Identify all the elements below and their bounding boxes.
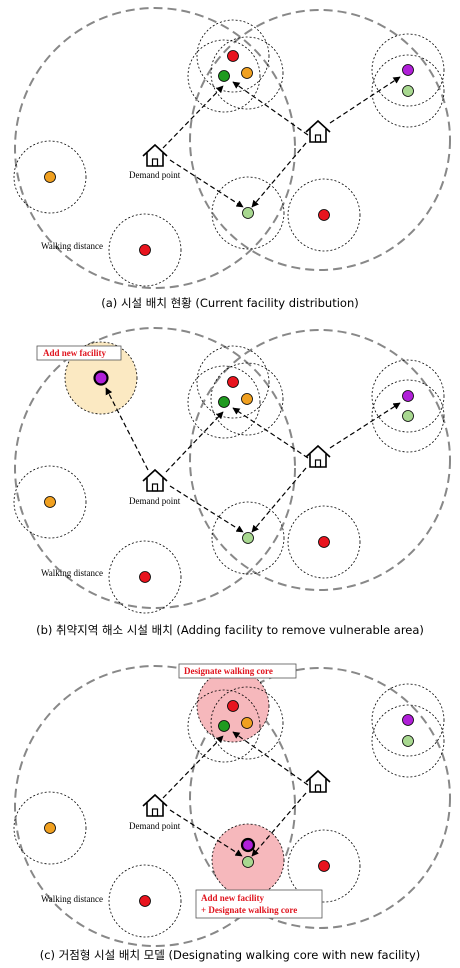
facility-red [139,244,151,256]
new-facility [240,837,256,853]
access-arrow [169,159,244,208]
walking-circle [108,864,182,938]
annotation-box [195,889,323,919]
walking-circle [287,505,361,579]
access-arrow [162,85,224,149]
facility-light-green [402,85,414,97]
walking-circle [371,379,445,453]
walking-circle [210,36,284,110]
facility-orange [241,67,253,79]
walking-circle [371,704,445,778]
service-area-large-right [189,329,451,591]
walking-circle [187,689,261,763]
facility-purple [402,390,414,402]
facility-red [227,376,239,388]
walking-circle [108,213,182,287]
facility-light-green [402,735,414,747]
walking-circle [287,178,361,252]
walking-circle [187,365,261,439]
facility-orange [241,393,253,405]
access-arrow [169,809,243,857]
facility-orange [44,496,56,508]
facility-green [218,70,230,82]
access-arrow [251,142,307,208]
walking-circle [210,362,284,436]
walking-circle [13,791,87,865]
access-arrow [105,387,149,471]
facility-red [318,536,330,548]
facility-red [318,860,330,872]
walking-circle [371,683,445,757]
walking-circle [211,501,285,575]
access-arrow [169,485,244,533]
house-icon [305,445,331,468]
walking-circle [371,54,445,128]
designate-walking-core-label: + Designate walking core [201,905,297,915]
walking-distance-label: Walking distance [41,568,103,578]
facility-orange [241,717,253,729]
demand-point-label: Demand point [129,821,181,831]
facility-light-green [242,207,254,219]
annotation-box [178,663,297,679]
house-icon [305,120,331,143]
facility-light-green [242,532,254,544]
facility-purple [402,64,414,76]
walking-distance-label: Walking distance [41,241,103,251]
facility-red [227,700,239,712]
walking-circle [287,829,361,903]
access-arrow [232,407,309,459]
walking-circle [210,686,284,760]
service-area-large-right [189,667,451,929]
access-arrow [162,735,224,799]
panel-b: Add new facility Demand point Walking di… [13,327,451,637]
walking-circle [13,465,87,539]
walking-circle [13,140,87,214]
facility-orange [44,171,56,183]
access-arrow [251,467,307,533]
walking-circle [211,176,285,250]
facility-purple [402,714,414,726]
facility-light-green [242,856,254,868]
demand-point-label: Demand point [129,496,181,506]
service-area-large-left [14,7,296,289]
new-facility [93,370,109,386]
demand-point-label: Demand point [129,170,181,180]
access-arrow [165,411,224,473]
walking-circle [187,39,261,113]
facility-green [218,720,230,732]
walking-circle [196,19,270,93]
facility-red [139,895,151,907]
facility-light-green [402,410,414,422]
access-arrow [329,76,401,124]
service-area-large-left [14,327,296,609]
access-arrow [232,81,309,136]
panel-b-caption: (b) 취약지역 해소 시설 배치 (Adding facility to re… [36,623,424,637]
access-arrow [251,792,307,857]
panel-c: Designate walking core Add new facility … [13,663,451,962]
walking-circle [196,345,270,419]
house-icon [305,770,331,793]
service-area-large-right [189,9,451,271]
walking-distance-label: Walking distance [41,894,103,904]
facility-red [139,571,151,583]
access-arrow [329,402,401,449]
facility-red [318,209,330,221]
designate-walking-core-label: Designate walking core [184,666,273,676]
add-new-facility-label: Add new facility [201,893,265,903]
facility-orange [44,822,56,834]
house-icon [142,469,168,492]
add-new-facility-label: Add new facility [43,348,107,358]
panel-a-caption: (a) 시설 배치 현황 (Current facility distribut… [101,296,358,310]
annotation-box [36,345,122,361]
access-arrow [232,731,309,786]
walking-circle [371,33,445,107]
walking-circle [371,359,445,433]
panel-c-caption: (c) 거점형 시설 배치 모델 (Designating walking co… [40,948,421,962]
walking-circle [108,540,182,614]
facility-red [227,50,239,62]
facility-green [218,396,230,408]
panel-a: Demand point Walking distance (a) 시설 배치 … [13,7,451,310]
